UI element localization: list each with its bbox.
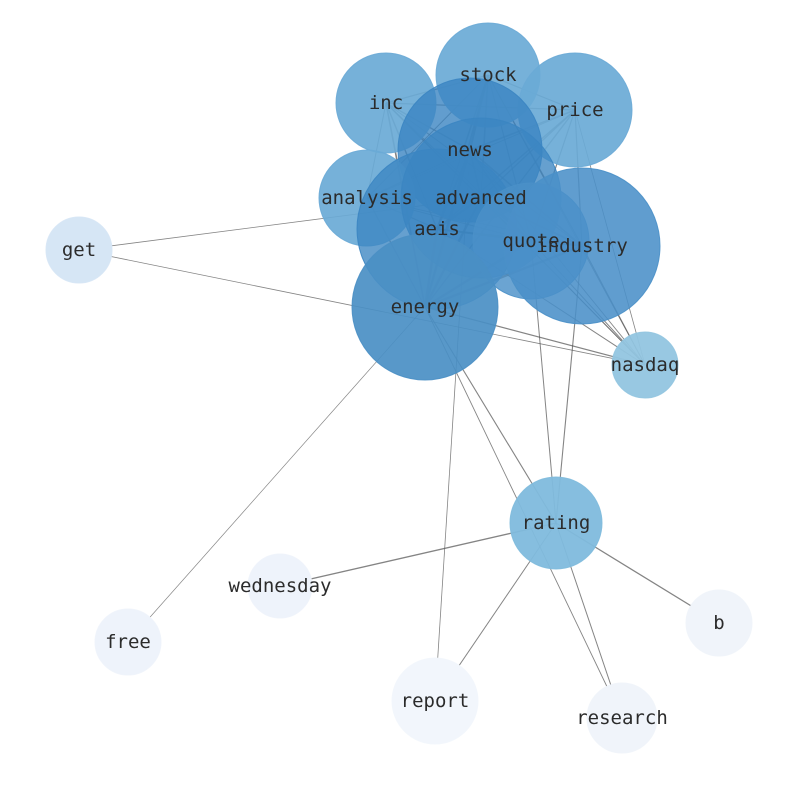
node-layer: [45, 22, 753, 754]
node-label-rating: rating: [521, 512, 591, 534]
node-label-energy: energy: [390, 296, 460, 318]
node-label-quote: quote: [502, 230, 560, 252]
node-label-nasdaq: nasdaq: [610, 354, 680, 376]
node-label-free: free: [105, 631, 151, 653]
graph-node-free[interactable]: [94, 608, 162, 676]
graph-node-report[interactable]: [391, 657, 479, 745]
node-label-stock: stock: [459, 64, 517, 86]
graph-node-nasdaq[interactable]: [611, 331, 679, 399]
node-label-inc: inc: [368, 92, 404, 114]
graph-node-research[interactable]: [586, 682, 658, 754]
node-label-research: research: [576, 707, 668, 729]
node-label-news: news: [447, 139, 493, 161]
graph-node-wednesday[interactable]: [247, 553, 313, 619]
graph-node-energy[interactable]: [351, 233, 499, 381]
graph-node-rating[interactable]: [509, 476, 603, 570]
node-label-price: price: [546, 99, 604, 121]
node-label-industry: industry: [536, 235, 628, 257]
node-label-advanced: advanced: [435, 187, 527, 209]
graph-node-get[interactable]: [45, 216, 113, 284]
node-label-analysis: analysis: [321, 187, 413, 209]
node-label-wednesday: wednesday: [228, 575, 332, 597]
node-label-b: b: [713, 612, 725, 634]
graph-node-industry[interactable]: [503, 167, 661, 325]
graph-node-b[interactable]: [685, 589, 753, 657]
graph-edge: [127, 306, 426, 643]
graph-edge: [279, 522, 557, 587]
node-label-aeis: aeis: [414, 218, 460, 240]
node-label-report: report: [400, 690, 470, 712]
node-label-get: get: [61, 239, 97, 261]
